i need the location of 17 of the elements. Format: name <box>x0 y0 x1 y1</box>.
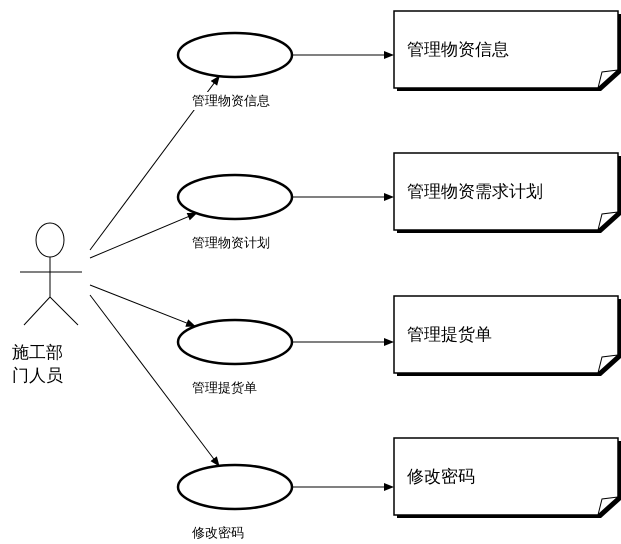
arrow <box>90 75 220 250</box>
arrow <box>90 294 220 467</box>
use-case-label: 管理提货单 <box>191 379 258 397</box>
document-label: 修改密码 <box>407 466 475 488</box>
document-label: 管理提货单 <box>407 324 492 346</box>
use-case-label: 管理物资信息 <box>191 92 271 110</box>
arrow <box>292 193 394 201</box>
use-case-label: 修改密码 <box>191 524 245 542</box>
actor-label: 施工部门人员 <box>12 342 64 388</box>
arrow <box>292 483 394 491</box>
arrow <box>90 284 196 327</box>
use-case-label: 管理物资计划 <box>191 234 271 252</box>
arrow <box>90 212 198 258</box>
arrow <box>292 51 394 59</box>
arrow <box>292 338 394 346</box>
document-label: 管理物资需求计划 <box>407 181 543 203</box>
document-label: 管理物资信息 <box>407 39 509 61</box>
